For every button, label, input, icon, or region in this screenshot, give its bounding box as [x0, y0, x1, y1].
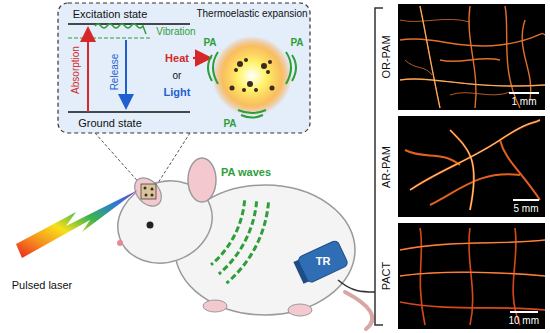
- scale-bar: [510, 311, 538, 313]
- pa-label: PA: [203, 37, 216, 48]
- process-label: Thermoelastic expansion: [196, 8, 307, 19]
- absorption-arrow: [87, 30, 89, 112]
- heat-arrow: [193, 57, 208, 59]
- vessel-image: [405, 120, 540, 210]
- mouse-ear: [188, 158, 216, 202]
- modality-label: OR-PAM: [380, 35, 392, 78]
- particle-cluster: [230, 58, 275, 92]
- process-label: Absorption: [70, 46, 81, 94]
- scale-text: 1 mm: [512, 96, 537, 107]
- image-panel: OR-PAM1 mm: [398, 4, 545, 110]
- vessel-image: [400, 228, 545, 325]
- mouse-eye: [147, 222, 154, 229]
- scale-bar: [513, 199, 539, 201]
- scale-text: 5 mm: [514, 203, 539, 214]
- heat-glow: [212, 36, 292, 116]
- process-label: or: [173, 70, 182, 81]
- transducer-label: TR: [316, 255, 331, 267]
- scale-bar-group: 1 mm: [509, 92, 539, 107]
- transducer: [293, 240, 349, 286]
- image-panel: PACT10 mm: [398, 223, 545, 329]
- process-label: Vibration: [156, 26, 195, 37]
- level-label: Excitation state: [73, 8, 148, 20]
- pulsed-laser-bolt: [16, 190, 138, 258]
- image-ground: [398, 4, 545, 110]
- zoom-line: [95, 133, 142, 186]
- scale-bar-group: 5 mm: [513, 199, 539, 214]
- vessel-highlight: [400, 240, 545, 276]
- pa-wave-arcs: [211, 200, 268, 283]
- zoom-line: [156, 133, 190, 186]
- image-ground: [398, 116, 545, 217]
- target-spot: [141, 184, 156, 199]
- scale-bar: [509, 92, 539, 94]
- inset-box: [58, 3, 310, 133]
- image-ground: [398, 223, 545, 329]
- level-label: Ground state: [78, 117, 142, 129]
- process-label: Release: [109, 54, 120, 91]
- source-label: Pulsed laser: [12, 279, 73, 291]
- scale-bar-group: 10 mm: [508, 311, 539, 326]
- cable: [338, 280, 375, 292]
- mouse-paw: [203, 300, 227, 312]
- process-label: Heat: [165, 52, 189, 64]
- vessel-highlight: [400, 6, 545, 108]
- image-panel: AR-PAM5 mm: [398, 116, 545, 217]
- release-arrow: [125, 40, 127, 106]
- modality-label: AR-PAM: [380, 146, 392, 188]
- process-label: Light: [164, 86, 191, 98]
- vessel-image: [400, 6, 545, 108]
- target-particles: [144, 187, 154, 197]
- excited-level: [68, 23, 190, 25]
- ground-level: [68, 111, 190, 113]
- modality-label: PACT: [380, 262, 392, 291]
- scale-text: 10 mm: [508, 315, 539, 326]
- vibration-wave: [95, 24, 146, 34]
- pa-arcs: [208, 52, 296, 118]
- pa-label: PA: [223, 118, 236, 129]
- pa-label: PA: [290, 37, 303, 48]
- vessel-highlight: [410, 120, 540, 210]
- mouse-nose: [117, 240, 123, 246]
- mouse-paw: [288, 304, 312, 316]
- wave-label: PA waves: [221, 166, 271, 178]
- mouse-tail: [345, 292, 372, 329]
- relaxed-level: [68, 37, 150, 38]
